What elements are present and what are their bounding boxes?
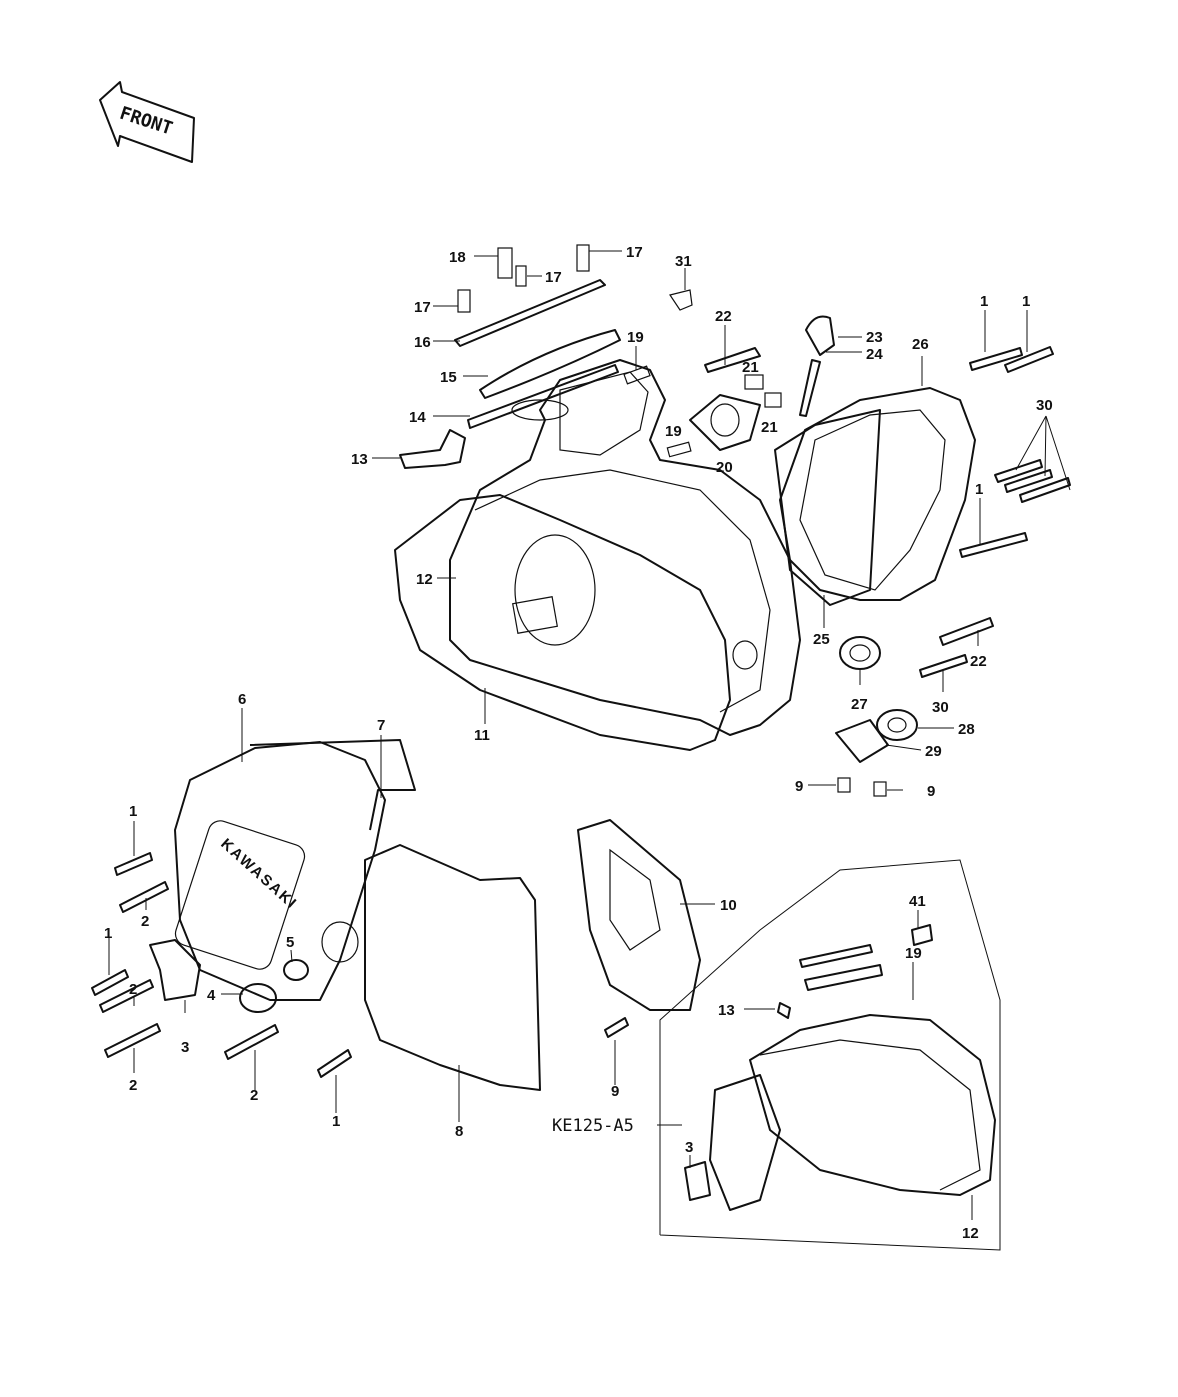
- callout-13: 13: [351, 451, 368, 468]
- callout-1: 1: [980, 293, 988, 310]
- callout-9: 9: [927, 783, 935, 800]
- callout-19: 19: [905, 945, 922, 962]
- callout-1: 1: [129, 803, 137, 820]
- left-cover: KAWASAKI: [174, 739, 416, 1013]
- callout-22: 22: [970, 653, 987, 670]
- oil-pump-cover: [623, 347, 782, 458]
- callout-4: 4: [207, 987, 216, 1004]
- callout-22: 22: [715, 308, 732, 325]
- oil-plug: [399, 429, 466, 469]
- callout-9: 9: [795, 778, 803, 795]
- callout-14: 14: [409, 409, 426, 426]
- callout-12: 12: [416, 571, 433, 588]
- callout-21: 21: [761, 419, 778, 436]
- callout-labels: 18 17 17 17 31 16 15 14 13 19 19 22 21 2…: [104, 244, 1053, 1242]
- callout-27: 27: [851, 696, 868, 713]
- callout-41: 41: [909, 893, 926, 910]
- callout-3: 3: [685, 1139, 693, 1156]
- callout-30: 30: [1036, 397, 1053, 414]
- callout-8: 8: [455, 1123, 463, 1140]
- bolts-right: [919, 346, 1071, 678]
- magneto-cover: [774, 387, 976, 606]
- seals-and-plate: [835, 636, 918, 797]
- callout-17: 17: [626, 244, 643, 261]
- callout-21: 21: [742, 359, 759, 376]
- clutch-cover-gasket: [394, 494, 731, 751]
- callout-6: 6: [238, 691, 246, 708]
- kawasaki-badge: KAWASAKI: [217, 835, 300, 912]
- front-arrow-icon: FRONT: [99, 81, 195, 163]
- callout-24: 24: [866, 346, 883, 363]
- callout-23: 23: [866, 329, 883, 346]
- callout-7: 7: [377, 717, 385, 734]
- callout-26: 26: [912, 336, 929, 353]
- callout-10: 10: [720, 897, 737, 914]
- sprocket-cover-gasket: [577, 819, 701, 1038]
- callout-1: 1: [332, 1113, 340, 1130]
- callout-30: 30: [932, 699, 949, 716]
- callout-20: 20: [716, 459, 733, 476]
- callout-25: 25: [813, 631, 830, 648]
- callout-9: 9: [611, 1083, 619, 1100]
- sprocket-cover: [364, 844, 541, 1091]
- callout-29: 29: [925, 743, 942, 760]
- callout-12: 12: [962, 1225, 979, 1242]
- callout-17: 17: [414, 299, 431, 316]
- inset-variant-box: [659, 859, 1001, 1251]
- callout-2: 2: [129, 1077, 137, 1094]
- model-code-label: KE125-A5: [552, 1116, 634, 1136]
- callout-1: 1: [1022, 293, 1030, 310]
- callout-3: 3: [181, 1039, 189, 1056]
- callout-17: 17: [545, 269, 562, 286]
- callout-18: 18: [449, 249, 466, 266]
- callout-2: 2: [250, 1087, 258, 1104]
- bolts-left: [91, 852, 352, 1078]
- callout-13: 13: [718, 1002, 735, 1019]
- callout-5: 5: [286, 934, 294, 951]
- callout-1: 1: [975, 481, 983, 498]
- callout-15: 15: [440, 369, 457, 386]
- callout-31: 31: [675, 253, 692, 270]
- callout-16: 16: [414, 334, 431, 351]
- callout-19: 19: [665, 423, 682, 440]
- callout-2: 2: [129, 981, 137, 998]
- callout-11: 11: [474, 727, 490, 744]
- leader-lines: [108, 250, 1071, 1220]
- callout-2: 2: [141, 913, 149, 930]
- oil-dipstick: [799, 315, 835, 417]
- callout-19: 19: [627, 329, 644, 346]
- callout-1: 1: [104, 925, 112, 942]
- inspection-cap-stack: [454, 244, 693, 429]
- callout-28: 28: [958, 721, 975, 738]
